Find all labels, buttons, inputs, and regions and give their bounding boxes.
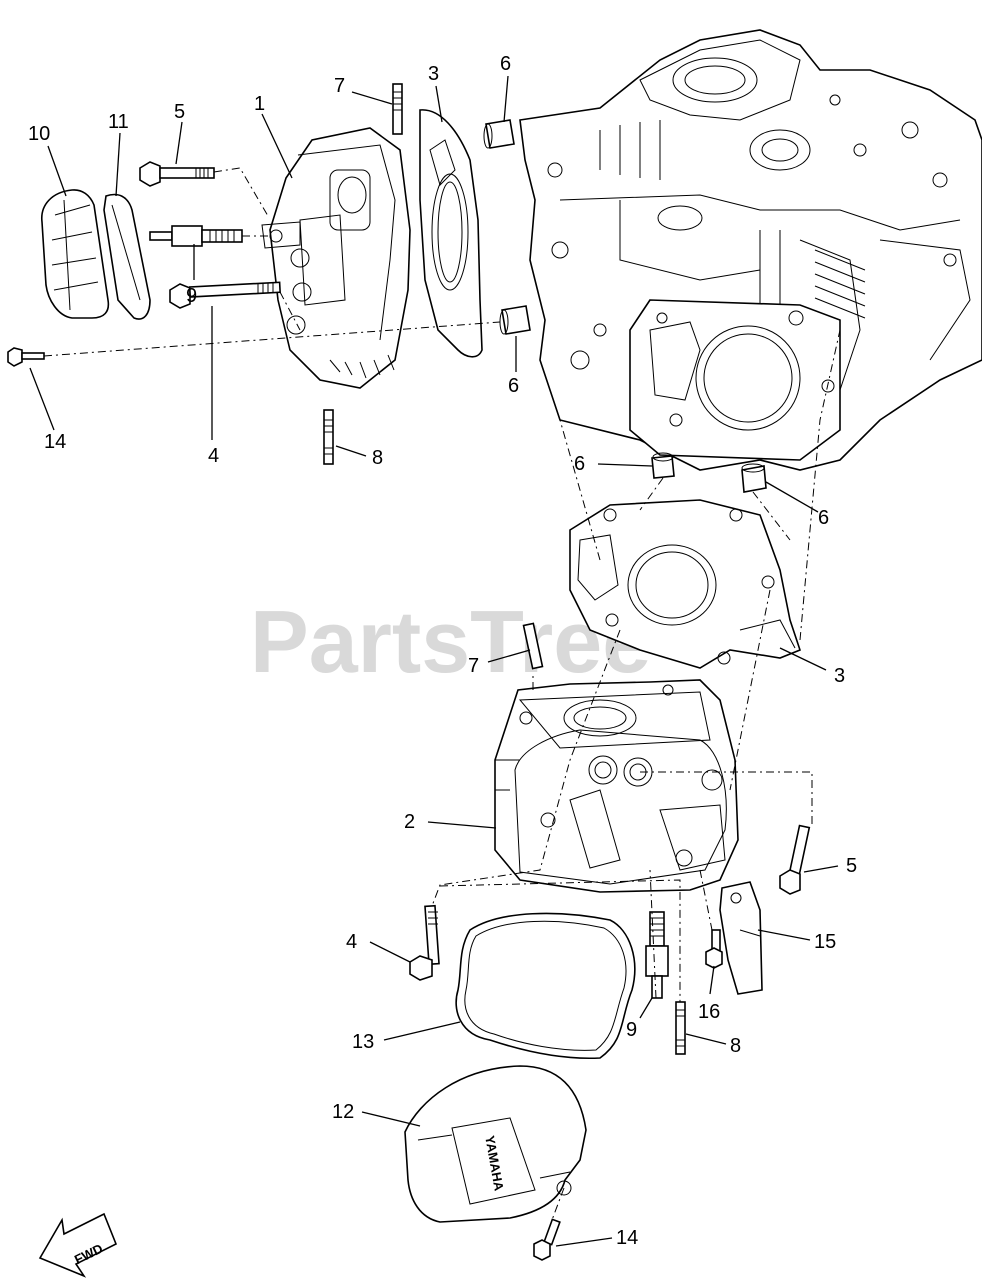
callout-5-upper: 5 [174, 101, 185, 123]
callout-16: 16 [698, 1001, 720, 1023]
head-cover-gasket-lower [455, 912, 636, 1060]
head-gasket-lower [569, 499, 801, 669]
alignment-line-lower-2 [640, 771, 813, 826]
stud-8-upper [323, 409, 334, 465]
forward-arrow-icon: FWD [38, 1212, 118, 1278]
callout-6-upper-bottom: 6 [508, 375, 519, 397]
stud-7-upper [392, 83, 403, 135]
callout-12: 12 [332, 1101, 354, 1123]
alignment-line-lower-5 [752, 491, 791, 541]
alignment-line-lower-10 [551, 1187, 565, 1221]
bolt-5-lower [779, 824, 811, 895]
callout-7-lower: 7 [468, 655, 479, 677]
callout-9-lower: 9 [626, 1019, 637, 1041]
head-cover-upper [41, 189, 110, 319]
callout-3-lower: 3 [834, 665, 845, 687]
bolt-16 [705, 929, 723, 969]
dowel-pin-lower-1 [651, 452, 675, 479]
alignment-line-lower-12 [559, 419, 601, 561]
callout-7-upper: 7 [334, 75, 345, 97]
callout-8-lower: 8 [730, 1035, 741, 1057]
callout-6-lower-left: 6 [574, 453, 585, 475]
callout-6-upper-top: 6 [500, 53, 511, 75]
alignment-line-lower-4 [639, 477, 664, 511]
alignment-line-upper-1 [43, 321, 501, 357]
head-cover-gasket-upper [103, 193, 151, 320]
callout-14-upper: 14 [44, 431, 66, 453]
dowel-pin-upper-2 [499, 305, 531, 335]
bolt-4-lower [409, 904, 440, 981]
callout-4-lower: 4 [346, 931, 357, 953]
stud-7-lower [522, 622, 544, 670]
dowel-pin-lower-2 [741, 463, 767, 493]
alignment-line-upper-2 [213, 167, 269, 217]
callout-5-lower: 5 [846, 855, 857, 877]
callout-10: 10 [28, 123, 50, 145]
callout-6-lower-right: 6 [818, 507, 829, 529]
crankcase-block [519, 29, 982, 471]
spark-plug-lower [645, 911, 669, 999]
head-gasket-upper [419, 109, 483, 358]
callout-15: 15 [814, 931, 836, 953]
bolt-4-upper [169, 281, 281, 309]
bolt-14-upper [7, 347, 45, 367]
alignment-line-lower-6 [431, 629, 621, 907]
callout-13: 13 [352, 1031, 374, 1053]
bolt-14-lower [533, 1218, 561, 1261]
callout-14-lower: 14 [616, 1227, 638, 1249]
cylinder-head-upper [261, 127, 411, 389]
alignment-line-lower-7 [729, 589, 771, 791]
alignment-line-lower-11 [799, 329, 841, 641]
callout-3-upper: 3 [428, 63, 439, 85]
callout-9-upper: 9 [186, 285, 197, 307]
callout-8-upper: 8 [372, 447, 383, 469]
callout-4-upper: 4 [208, 445, 219, 467]
callout-11: 11 [108, 111, 129, 133]
bracket-lower [719, 881, 763, 995]
spark-plug-upper [149, 225, 243, 247]
bolt-5-upper [139, 161, 215, 187]
stud-8-lower [675, 1001, 686, 1055]
head-cover-lower [404, 1065, 587, 1223]
alignment-line-upper-3 [279, 291, 301, 331]
alignment-line-lower-9 [649, 869, 657, 999]
leader-lines [29, 75, 839, 1247]
alignment-line-lower-8 [699, 869, 713, 931]
callout-1: 1 [254, 93, 265, 115]
alignment-line-lower-1 [439, 879, 681, 1002]
cylinder-head-lower [494, 679, 739, 893]
callout-2: 2 [404, 811, 415, 833]
dowel-pin-upper-1 [483, 119, 515, 149]
